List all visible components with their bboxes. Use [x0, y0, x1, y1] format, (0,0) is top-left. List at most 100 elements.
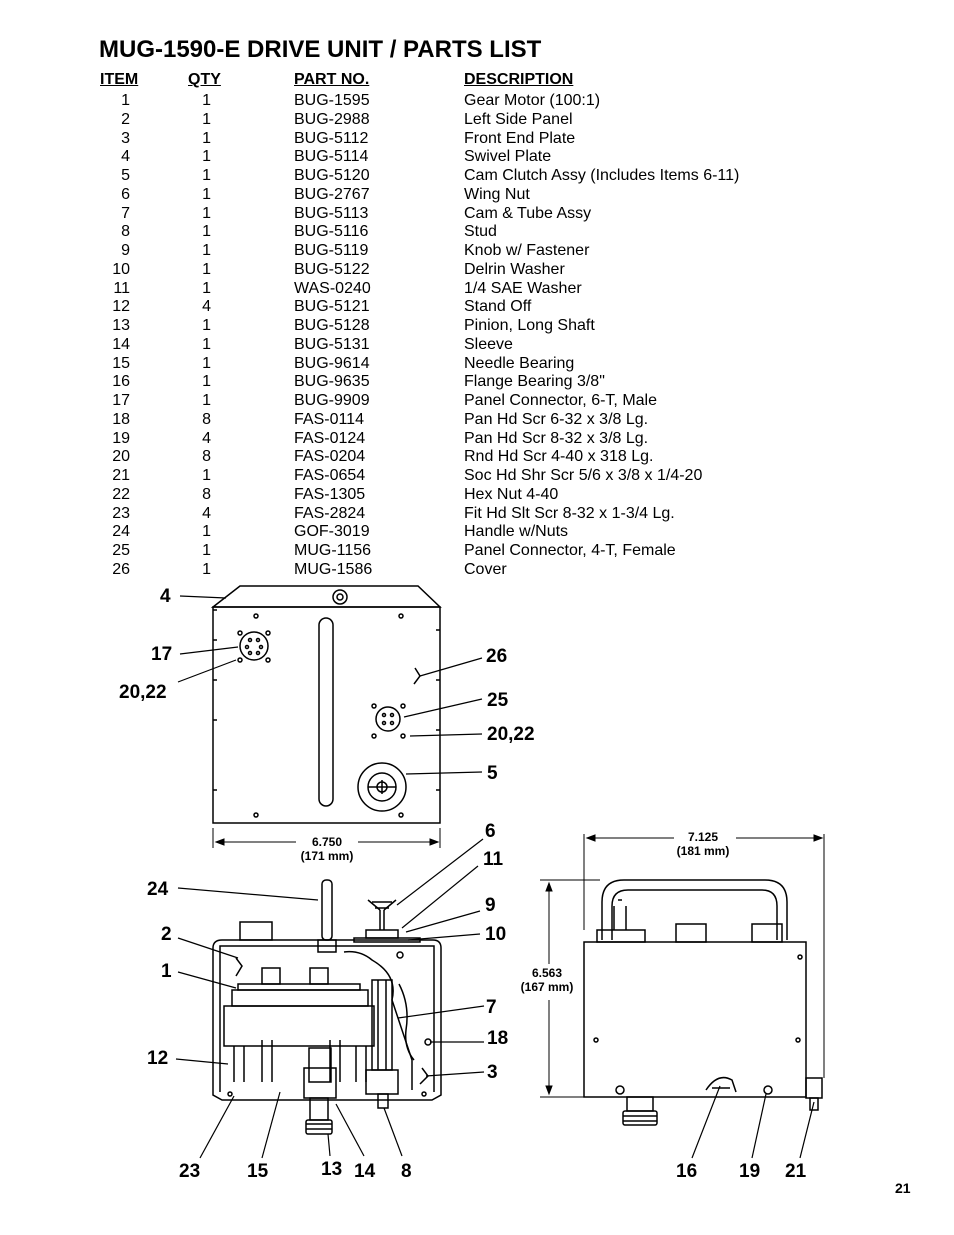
part-description: Cam & Tube Assy	[464, 204, 592, 222]
front-view	[212, 879, 442, 1135]
dim-height-side: 6.563	[532, 966, 562, 980]
callout-6: 6	[485, 821, 496, 842]
part-number: BUG-5116	[294, 223, 369, 241]
part-qty: 1	[202, 560, 211, 578]
part-number: FAS-1305	[294, 485, 366, 503]
part-qty: 1	[202, 467, 211, 484]
part-item: 10	[112, 260, 130, 278]
dim-width-top-mm: (171 mm)	[301, 849, 354, 863]
part-number: BUG-2988	[294, 110, 370, 128]
part-item: 21	[112, 467, 130, 484]
part-number: FAS-0204	[294, 448, 366, 466]
page-title: MUG-1590-E DRIVE UNIT / PARTS LIST	[99, 36, 542, 63]
part-description: Stud	[464, 223, 497, 241]
part-number: GOF-3019	[294, 523, 370, 541]
part-number: BUG-5131	[294, 335, 370, 353]
callout-9: 9	[485, 895, 496, 916]
column-header-item: ITEM	[100, 71, 139, 88]
part-description: Panel Connector, 4-T, Female	[464, 542, 676, 559]
part-number: BUG-5128	[294, 317, 370, 334]
part-description: Cam Clutch Assy (Includes Items 6-11)	[464, 167, 740, 184]
part-item: 4	[121, 148, 130, 166]
part-qty: 1	[202, 392, 211, 409]
part-description: Left Side Panel	[464, 110, 573, 128]
part-number: BUG-9614	[294, 354, 370, 372]
part-qty: 1	[202, 523, 211, 541]
part-qty: 1	[202, 167, 211, 184]
part-item: 13	[112, 317, 130, 334]
part-number: BUG-5112	[294, 129, 369, 147]
part-item: 12	[112, 298, 130, 316]
part-description: Front End Plate	[464, 129, 576, 147]
part-qty: 1	[202, 354, 211, 372]
part-number: BUG-5113	[294, 204, 369, 222]
callout-11: 11	[483, 849, 504, 870]
table-row: 8 1 BUG-5116 Stud	[0, 223, 954, 242]
part-description: Fit Hd Slt Scr 8-32 x 1-3/4 Lg.	[464, 504, 675, 522]
part-item: 6	[121, 185, 130, 203]
callout-13: 13	[321, 1159, 342, 1180]
part-qty: 8	[202, 410, 211, 428]
part-description: Flange Bearing 3/8"	[464, 373, 605, 391]
part-description: Gear Motor (100:1)	[464, 92, 601, 109]
part-item: 8	[121, 223, 130, 241]
part-description: Delrin Washer	[464, 260, 565, 278]
part-item: 25	[112, 542, 130, 559]
side-view	[583, 879, 823, 1126]
part-item: 26	[112, 560, 130, 578]
callout-24: 24	[147, 879, 169, 900]
part-qty: 1	[202, 373, 211, 391]
part-item: 23	[112, 504, 130, 522]
callout-20-22-top: 20,22	[119, 682, 167, 703]
callout-4: 4	[160, 586, 171, 607]
part-qty: 8	[202, 485, 211, 503]
dim-height-side-mm: (167 mm)	[521, 980, 574, 994]
part-item: 20	[112, 448, 130, 466]
part-item: 9	[121, 242, 130, 259]
part-item: 18	[112, 410, 130, 428]
column-header-qty: QTY	[188, 71, 221, 88]
part-qty: 1	[202, 129, 211, 147]
callout-19: 19	[739, 1161, 760, 1182]
callout-2: 2	[161, 924, 172, 945]
part-qty: 1	[202, 260, 211, 278]
part-description: Panel Connector, 6-T, Male	[464, 392, 657, 409]
part-item: 5	[121, 167, 130, 184]
part-qty: 1	[202, 335, 211, 353]
callout-1: 1	[161, 961, 172, 982]
part-qty: 1	[202, 92, 211, 109]
part-number: BUG-5119	[294, 242, 369, 259]
dim-width-side-mm: (181 mm)	[677, 844, 730, 858]
part-qty: 1	[202, 148, 211, 166]
part-qty: 4	[202, 298, 211, 316]
part-description: Pan Hd Scr 8-32 x 3/8 Lg.	[464, 429, 649, 447]
part-item: 3	[121, 129, 130, 147]
callout-17: 17	[151, 644, 172, 665]
part-item: 1	[121, 92, 130, 109]
page-number: 21	[895, 1180, 911, 1196]
top-view	[210, 585, 442, 824]
callout-23: 23	[179, 1161, 200, 1182]
part-qty: 1	[202, 242, 211, 259]
part-qty: 1	[202, 223, 211, 241]
part-qty: 1	[202, 279, 211, 297]
part-number: BUG-2767	[294, 185, 370, 203]
part-description: 1/4 SAE Washer	[464, 279, 582, 297]
part-number: FAS-0114	[294, 410, 364, 428]
part-item: 15	[112, 354, 130, 372]
callout-18: 18	[487, 1028, 508, 1049]
